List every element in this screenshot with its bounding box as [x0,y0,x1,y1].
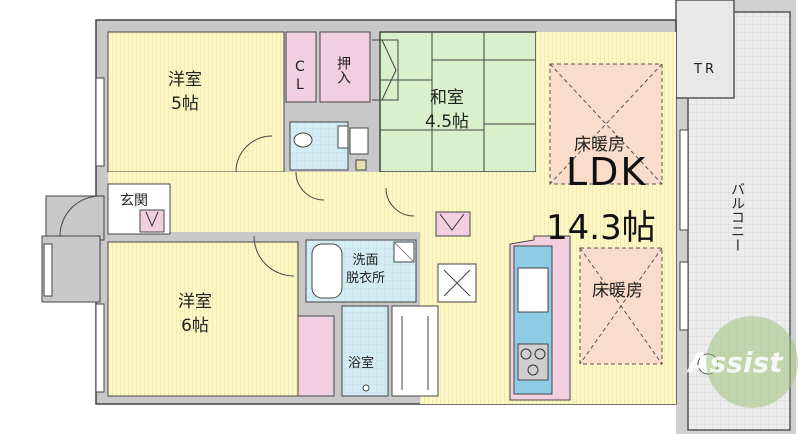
kitchen-counter [509,235,571,401]
senmen-label: 洗面 脱衣所 [346,252,385,288]
balcony-label: バルコニー [729,182,745,252]
western-north-label: 洋室 5帖 [168,68,202,116]
windows [43,77,689,393]
western-south-size: 6帖 [181,316,209,336]
balcony [675,0,796,434]
ldk-name: LDK [566,150,648,194]
western-room-north [107,31,285,173]
washitsu-name: 和室 [430,88,465,108]
washitsu-label: 和室 4.5帖 [425,86,469,134]
western-room-south [107,241,335,397]
senmen-line2: 脱衣所 [346,271,386,286]
western-north-size: 5帖 [171,94,199,114]
closet-cl [285,31,317,103]
trunk-room-label: TR [694,62,717,77]
washitsu-size: 4.5帖 [425,112,470,132]
western-north-name: 洋室 [168,70,202,90]
entrance-label: 玄関 [120,193,148,209]
door-swings [235,39,415,277]
watermark-text: Assist [688,346,783,379]
washroom [305,239,417,303]
western-south-label: 洋室 6帖 [178,290,212,338]
floor-heating-bottom: 床暖房 [592,281,643,301]
closet-cl-label: C L [295,58,305,94]
oshiire-label: 押入 [335,56,351,84]
western-south-name: 洋室 [178,292,212,312]
stove-box [437,263,477,303]
senmen-line1: 洗面 [352,253,379,268]
oshiire-closet [319,31,371,103]
entrance [59,183,171,237]
closet-c: C [295,59,305,75]
bathroom [341,305,439,397]
assist-watermark [706,316,798,408]
bathroom-label: 浴室 [348,356,375,371]
shoe-cabinet [435,211,471,237]
toilet-room [289,121,369,171]
washitsu-tatami [379,31,537,173]
floor-heating-top: 床暖房 [574,135,625,155]
ldk-size: 14.3帖 [546,208,656,248]
closet-l: L [295,77,304,93]
